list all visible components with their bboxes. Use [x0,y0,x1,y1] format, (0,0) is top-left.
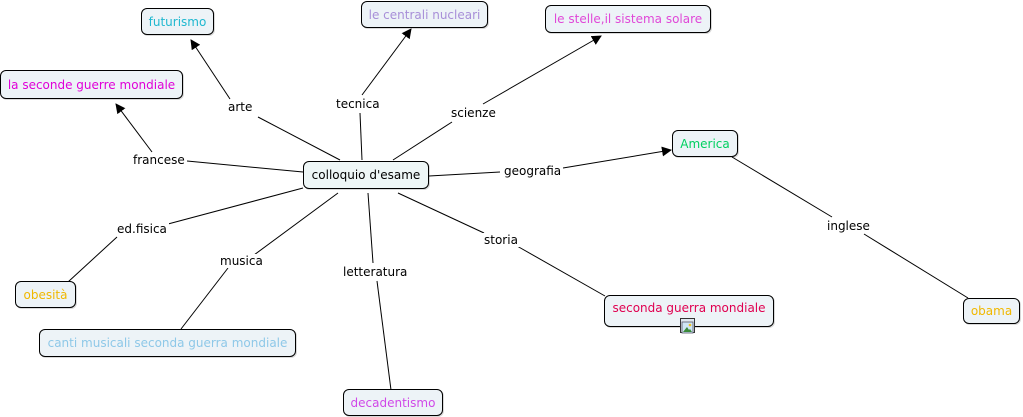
link-label-geografia: geografia [502,164,564,178]
link-label-arte: arte [226,100,255,114]
node-seconde-guerre-mondiale[interactable]: la seconde guerre mondiale [0,70,183,99]
node-stelle-sistema-solare[interactable]: le stelle,il sistema solare [545,5,711,33]
line-canti [180,267,229,330]
link-line-storia [397,192,485,234]
link-line-geografia [428,171,501,177]
link-line-scienze [392,121,453,161]
node-decadentismo[interactable]: decadentismo [343,389,443,416]
node-obama[interactable]: obama [963,298,1020,324]
link-line-francese [186,160,304,173]
line-obesita [67,236,118,283]
node-futurismo[interactable]: futurismo [141,8,214,35]
link-label-inglese: inglese [825,219,872,233]
link-line-edfisica [167,187,304,225]
link-label-tecnica: tecnica [334,97,382,111]
link-label-musica: musica [218,254,265,268]
link-line-arte [257,116,341,161]
arrow-line-stelle [482,35,602,105]
image-icon[interactable] [680,318,695,334]
center-node[interactable]: colloquio d'esame [303,161,429,189]
link-label-scienze: scienze [449,106,498,120]
image-icon-graphic [681,321,694,334]
node-canti-musicali[interactable]: canti musicali seconda guerra mondiale [39,329,296,357]
node-america[interactable]: America [672,130,738,157]
arrow-line-america [562,146,672,169]
seconda-guerra-label: seconda guerra mondiale [612,301,766,315]
line-america-inglese [731,156,833,218]
arrow-line-nucleari [361,28,412,96]
line-decadentismo [376,280,392,391]
link-line-tecnica [359,112,363,161]
node-obesita[interactable]: obesità [15,281,76,308]
link-label-storia: storia [482,233,520,247]
link-line-musica [253,192,339,256]
link-label-francese: francese [131,153,187,167]
link-line-letteratura [367,192,374,264]
link-label-edfisica: ed.fisica [115,222,169,236]
arrow-line-guerre [115,103,153,153]
node-centrali-nucleari[interactable]: le centrali nucleari [361,1,488,28]
arrow-line-futurismo [190,39,231,100]
line-seconda-guerra [516,245,606,297]
link-label-letteratura: letteratura [341,265,410,279]
line-inglese-obama [863,233,969,299]
